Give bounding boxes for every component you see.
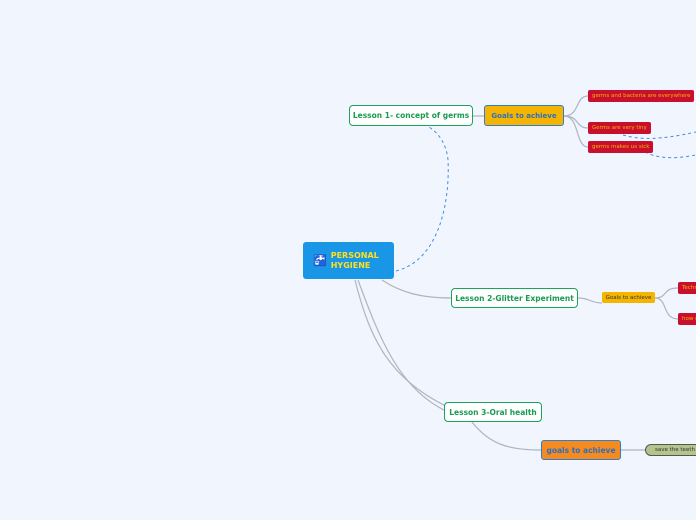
lesson3-node[interactable]: Lesson 3-Oral health <box>444 402 542 422</box>
root-title-line2: HYGIENE <box>330 260 371 270</box>
lesson3-goals-node[interactable]: goals to achieve <box>541 440 621 460</box>
lesson3-item[interactable]: save the teeth f <box>645 444 696 456</box>
sink-icon: 🚰 <box>313 254 327 267</box>
root-title-line1: PERSONAL <box>330 250 379 260</box>
lesson1-goals-node[interactable]: Goals to achieve <box>484 105 564 126</box>
lesson1-node[interactable]: Lesson 1- concept of germs <box>349 105 473 126</box>
lesson1-item[interactable]: Germs are very tiny <box>588 122 651 134</box>
lesson2-item[interactable]: Techn <box>678 282 696 294</box>
lesson2-item[interactable]: how g <box>678 313 696 325</box>
lesson1-item[interactable]: germs makes us sick <box>588 141 653 153</box>
lesson2-node[interactable]: Lesson 2-Glitter Experiment <box>451 288 578 308</box>
lesson2-goals-node[interactable]: Goals to achieve <box>602 292 655 303</box>
lesson1-item[interactable]: germs and bacteria are everywhere <box>588 90 694 102</box>
